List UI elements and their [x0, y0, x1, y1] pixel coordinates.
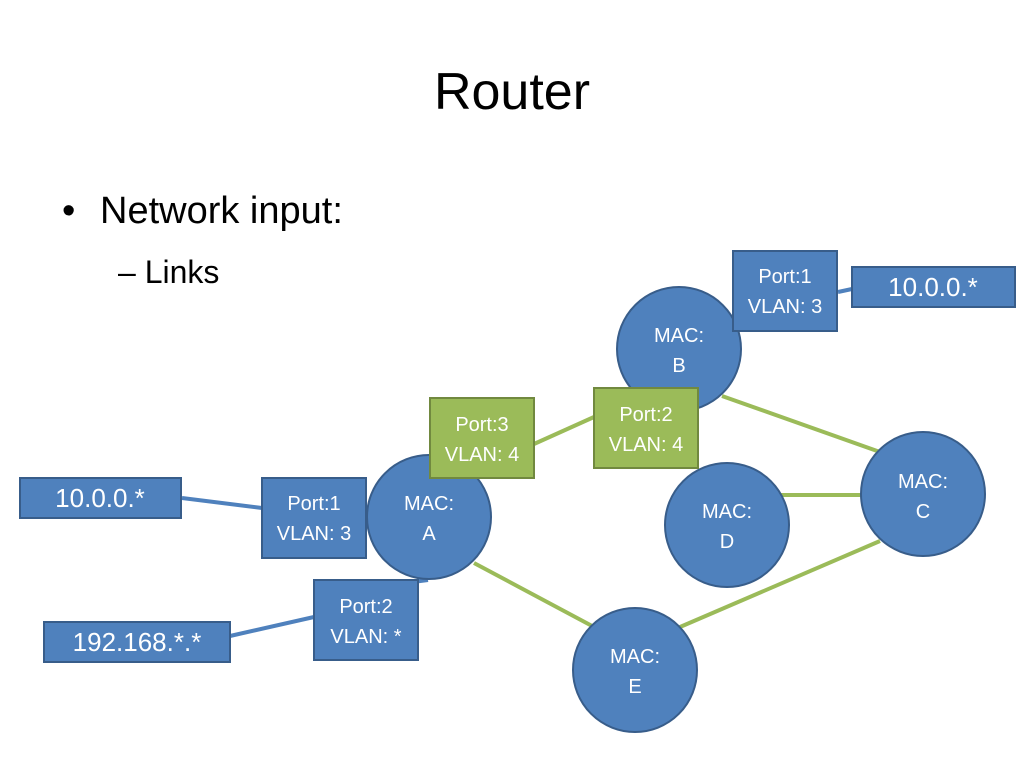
node-b-line1: MAC:	[654, 325, 704, 347]
link-net-a1-port-a1	[181, 496, 263, 510]
node-d-line2: D	[720, 531, 734, 553]
port-b1: Port:1 VLAN: 3	[732, 250, 838, 332]
port-a1-line1: Port:1	[287, 493, 340, 515]
node-c-line2: C	[916, 501, 930, 523]
bullet-network-input: • Network input:	[62, 190, 343, 233]
link-port-b1-net-b1	[837, 287, 853, 294]
node-e: MAC: E	[572, 607, 698, 733]
node-d-line1: MAC:	[702, 501, 752, 523]
network-a1-label: 10.0.0.*	[55, 483, 145, 513]
node-e-line1: MAC:	[610, 646, 660, 668]
port-b1-line1: Port:1	[758, 266, 811, 288]
node-d: MAC: D	[664, 462, 790, 588]
port-a1-line2: VLAN: 3	[277, 523, 351, 545]
bullet-dot: •	[62, 190, 76, 232]
node-c-line1: MAC:	[898, 471, 948, 493]
port-a2: Port:2 VLAN: *	[313, 579, 419, 661]
bullet-links-text: Links	[144, 254, 220, 290]
link-port-a3-port-b2	[533, 415, 595, 446]
node-b-line2: B	[672, 355, 685, 377]
network-a2: 192.168.*.*	[43, 621, 231, 663]
network-b1-box	[851, 266, 1016, 308]
node-c-circle	[860, 431, 986, 557]
port-b2: Port:2 VLAN: 4	[593, 387, 699, 469]
network-a2-label: 192.168.*.*	[73, 627, 202, 657]
link-net-a2-port-a2	[229, 615, 315, 638]
port-a1-box	[261, 477, 367, 559]
port-b1-box	[732, 250, 838, 332]
network-a2-box	[43, 621, 231, 663]
link-node-a-node-e	[473, 561, 595, 629]
bullet-links: – Links	[118, 254, 219, 291]
node-c: MAC: C	[860, 431, 986, 557]
bullet-network-input-text: Network input:	[100, 190, 343, 232]
node-e-circle	[572, 607, 698, 733]
node-a-line1: MAC:	[404, 493, 454, 515]
port-b2-line1: Port:2	[619, 404, 672, 426]
port-a1: Port:1 VLAN: 3	[261, 477, 367, 559]
port-a3-line2: VLAN: 4	[445, 444, 519, 466]
bullet-dash: –	[118, 254, 136, 290]
port-a3: Port:3 VLAN: 4	[429, 397, 535, 479]
port-a2-box	[313, 579, 419, 661]
node-e-line2: E	[628, 676, 641, 698]
port-b2-line2: VLAN: 4	[609, 434, 683, 456]
port-b2-box	[593, 387, 699, 469]
link-node-b-node-c	[721, 394, 881, 454]
link-node-c-node-e	[679, 539, 881, 629]
port-a2-line2: VLAN: *	[330, 626, 401, 648]
network-b1-label: 10.0.0.*	[888, 272, 978, 302]
port-a3-box	[429, 397, 535, 479]
network-a1-box	[19, 477, 182, 519]
port-a2-line1: Port:2	[339, 596, 392, 618]
port-b1-line2: VLAN: 3	[748, 296, 822, 318]
node-d-circle	[664, 462, 790, 588]
network-b1: 10.0.0.*	[851, 266, 1016, 308]
port-a3-line1: Port:3	[455, 414, 508, 436]
slide-title: Router	[433, 63, 591, 121]
node-a-line2: A	[422, 523, 436, 545]
network-a1: 10.0.0.*	[19, 477, 182, 519]
